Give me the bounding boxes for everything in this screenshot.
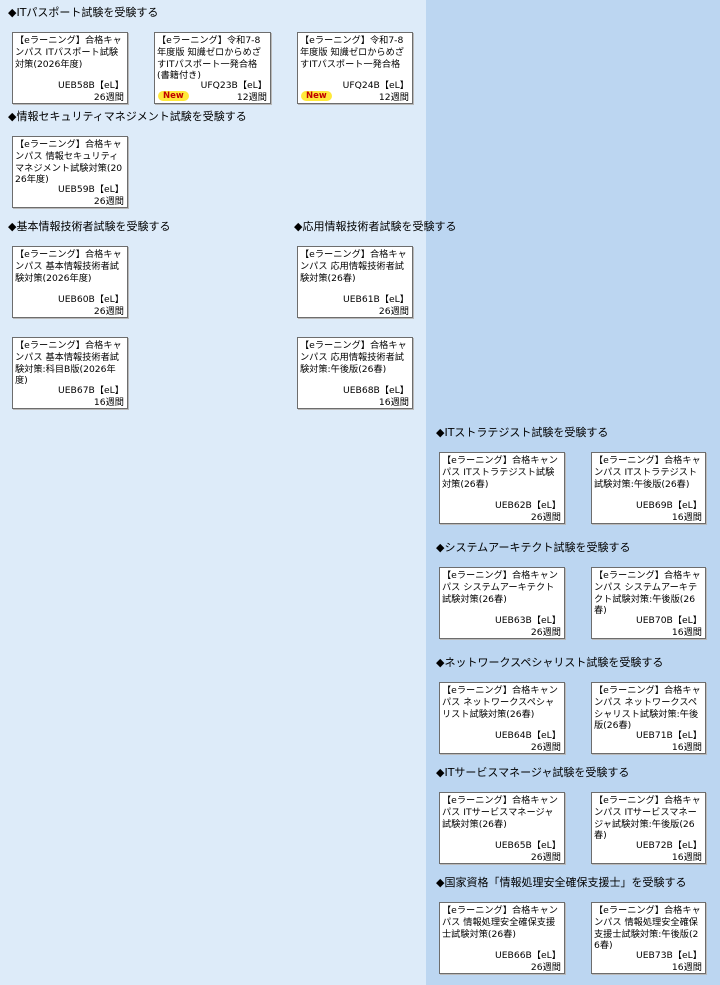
course-name[interactable]: 【eラーニング】合格キャンパス 情報処理安全確保支援士試験対策(26春)	[442, 905, 558, 940]
course-code: UEB73B【eL】	[636, 950, 702, 961]
course-card[interactable]: 【eラーニング】合格キャンパス 基本情報技術者試験対策(2026年度) UEB6…	[12, 246, 128, 318]
section-title-applied: ◆応用情報技術者試験を受験する	[294, 220, 457, 233]
course-name[interactable]: 【eラーニング】合格キャンパス システムアーキテクト試験対策(26春)	[442, 570, 558, 605]
section-title-architect: ◆システムアーキテクト試験を受験する	[436, 541, 631, 554]
course-code: UEB70B【eL】	[636, 615, 702, 626]
course-name[interactable]: 【eラーニング】令和7-8年度版 知識ゼロからめざすITパスポート一発合格(書籍…	[157, 35, 261, 82]
course-card[interactable]: 【eラーニング】合格キャンパス 情報処理安全確保支援士試験対策(26春) UEB…	[439, 902, 565, 974]
course-name[interactable]: 【eラーニング】合格キャンパス 情報処理安全確保支援士試験対策:午後版(26春)	[594, 905, 701, 952]
course-card[interactable]: 【eラーニング】合格キャンパス 情報セキュリティマネジメント試験対策(2026年…	[12, 136, 128, 208]
course-card[interactable]: 【eラーニング】合格キャンパス システムアーキテクト試験対策(26春) UEB6…	[439, 567, 565, 639]
course-duration: 26週間	[530, 852, 561, 863]
course-duration: 16週間	[671, 512, 702, 523]
new-badge: New	[158, 91, 189, 101]
course-name[interactable]: 【eラーニング】合格キャンパス 基本情報技術者試験対策(2026年度)	[15, 249, 122, 284]
course-code: UEB67B【eL】	[58, 385, 124, 396]
course-name[interactable]: 【eラーニング】合格キャンパス ITストラテジスト試験対策:午後版(26春)	[594, 455, 701, 490]
new-badge: New	[301, 91, 332, 101]
course-name[interactable]: 【eラーニング】合格キャンパス ITサービスマネージャ試験対策:午後版(26春)	[594, 795, 701, 842]
course-card[interactable]: 【eラーニング】合格キャンパス 応用情報技術者試験対策:午後版(26春) UEB…	[297, 337, 413, 409]
course-duration: 16週間	[671, 627, 702, 638]
course-duration: 16週間	[671, 962, 702, 973]
course-code: UEB59B【eL】	[58, 184, 124, 195]
course-code: UEB64B【eL】	[495, 730, 561, 741]
course-card[interactable]: 【eラーニング】合格キャンパス ITストラテジスト試験対策(26春) UEB62…	[439, 452, 565, 524]
course-card[interactable]: 【eラーニング】合格キャンパス ITストラテジスト試験対策:午後版(26春) U…	[591, 452, 706, 524]
course-duration: 26週間	[93, 196, 124, 207]
course-code: UEB63B【eL】	[495, 615, 561, 626]
course-name[interactable]: 【eラーニング】合格キャンパス システムアーキテクト試験対策:午後版(26春)	[594, 570, 701, 617]
course-code: UEB71B【eL】	[636, 730, 702, 741]
course-duration: 16週間	[93, 397, 124, 408]
course-duration: 26週間	[530, 962, 561, 973]
course-card[interactable]: 【eラーニング】合格キャンパス 基本情報技術者試験対策:科目B版(2026年度)…	[12, 337, 128, 409]
course-card[interactable]: 【eラーニング】令和7-8年度版 知識ゼロからめざすITパスポート一発合格 Ne…	[297, 32, 413, 104]
course-duration: 12週間	[378, 92, 409, 103]
course-name[interactable]: 【eラーニング】令和7-8年度版 知識ゼロからめざすITパスポート一発合格	[300, 35, 404, 70]
course-code: UEB62B【eL】	[495, 500, 561, 511]
course-name[interactable]: 【eラーニング】合格キャンパス 応用情報技術者試験対策(26春)	[300, 249, 407, 284]
course-card[interactable]: 【eラーニング】合格キャンパス 情報処理安全確保支援士試験対策:午後版(26春)…	[591, 902, 706, 974]
course-code: UEB61B【eL】	[343, 294, 409, 305]
course-duration: 26週間	[93, 92, 124, 103]
course-name[interactable]: 【eラーニング】合格キャンパス ネットワークスペシャリスト試験対策:午後版(26…	[594, 685, 701, 732]
course-code: UEB72B【eL】	[636, 840, 702, 851]
course-card[interactable]: 【eラーニング】合格キャンパス ITパスポート試験対策(2026年度) UEB5…	[12, 32, 128, 104]
section-title-riss: ◆国家資格「情報処理安全確保支援士」を受験する	[436, 876, 687, 889]
course-code: UFQ24B【eL】	[342, 80, 409, 91]
course-duration: 26週間	[530, 512, 561, 523]
course-duration: 26週間	[530, 742, 561, 753]
course-name[interactable]: 【eラーニング】合格キャンパス 基本情報技術者試験対策:科目B版(2026年度)	[15, 340, 122, 387]
course-card[interactable]: 【eラーニング】合格キャンパス 応用情報技術者試験対策(26春) UEB61B【…	[297, 246, 413, 318]
course-code: UEB68B【eL】	[343, 385, 409, 396]
course-duration: 12週間	[236, 92, 267, 103]
course-code: UFQ23B【eL】	[200, 80, 267, 91]
course-code: UEB69B【eL】	[636, 500, 702, 511]
course-duration: 26週間	[378, 306, 409, 317]
course-card[interactable]: 【eラーニング】令和7-8年度版 知識ゼロからめざすITパスポート一発合格(書籍…	[154, 32, 271, 104]
course-card[interactable]: 【eラーニング】合格キャンパス システムアーキテクト試験対策:午後版(26春) …	[591, 567, 706, 639]
course-code: UEB66B【eL】	[495, 950, 561, 961]
section-title-security: ◆情報セキュリティマネジメント試験を受験する	[8, 110, 247, 123]
course-name[interactable]: 【eラーニング】合格キャンパス 応用情報技術者試験対策:午後版(26春)	[300, 340, 407, 375]
course-name[interactable]: 【eラーニング】合格キャンパス ネットワークスペシャリスト試験対策(26春)	[442, 685, 558, 720]
section-title-service: ◆ITサービスマネージャ試験を受験する	[436, 766, 630, 779]
course-name[interactable]: 【eラーニング】合格キャンパス 情報セキュリティマネジメント試験対策(2026年…	[15, 139, 123, 186]
course-name[interactable]: 【eラーニング】合格キャンパス ITストラテジスト試験対策(26春)	[442, 455, 558, 490]
course-card[interactable]: 【eラーニング】合格キャンパス ネットワークスペシャリスト試験対策:午後版(26…	[591, 682, 706, 754]
course-card[interactable]: 【eラーニング】合格キャンパス ITサービスマネージャ試験対策(26春) UEB…	[439, 792, 565, 864]
course-card[interactable]: 【eラーニング】合格キャンパス ITサービスマネージャ試験対策:午後版(26春)…	[591, 792, 706, 864]
section-title-strategist: ◆ITストラテジスト試験を受験する	[436, 426, 609, 439]
course-duration: 16週間	[671, 742, 702, 753]
course-name[interactable]: 【eラーニング】合格キャンパス ITパスポート試験対策(2026年度)	[15, 35, 122, 70]
course-duration: 16週間	[378, 397, 409, 408]
course-code: UEB65B【eL】	[495, 840, 561, 851]
section-title-network: ◆ネットワークスペシャリスト試験を受験する	[436, 656, 664, 669]
course-card[interactable]: 【eラーニング】合格キャンパス ネットワークスペシャリスト試験対策(26春) U…	[439, 682, 565, 754]
course-name[interactable]: 【eラーニング】合格キャンパス ITサービスマネージャ試験対策(26春)	[442, 795, 558, 830]
course-duration: 16週間	[671, 852, 702, 863]
course-code: UEB60B【eL】	[58, 294, 124, 305]
section-title-itpass: ◆ITパスポート試験を受験する	[8, 6, 159, 19]
course-duration: 26週間	[93, 306, 124, 317]
section-title-basic: ◆基本情報技術者試験を受験する	[8, 220, 171, 233]
course-duration: 26週間	[530, 627, 561, 638]
course-code: UEB58B【eL】	[58, 80, 124, 91]
